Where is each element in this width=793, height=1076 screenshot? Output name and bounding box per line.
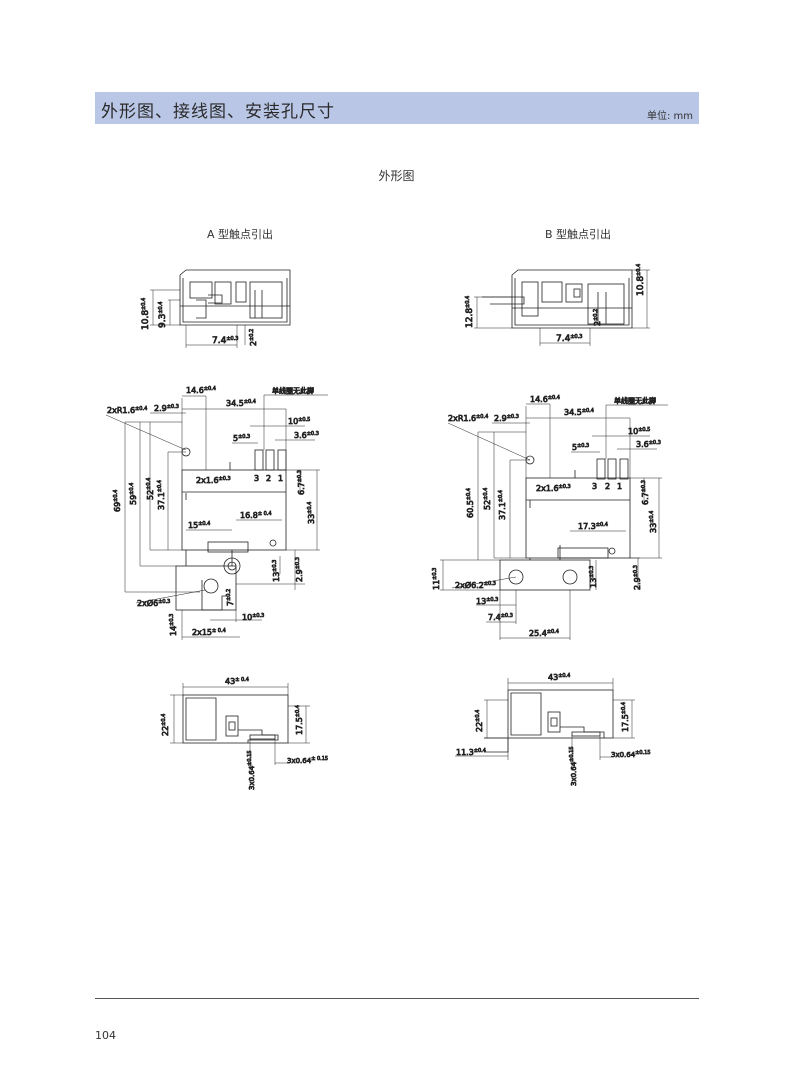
dim-b-top-6: 3.6±0.3	[636, 440, 661, 449]
dim-b-top-2: 2xR1.6±0.4	[448, 414, 488, 423]
a-pin-2: 2	[266, 474, 271, 483]
dim-a-side-h1: 10.8±0.4	[141, 298, 151, 330]
dim-a-top-15: 15±0.4	[188, 521, 210, 530]
dim-b-top-15: 2xØ6.2±0.3	[455, 580, 496, 590]
dim-a-top-21: 14±0.3	[169, 614, 178, 636]
dim-a-top-14: 16.8± 0.4	[240, 511, 272, 520]
dim-b-top-10: 37.1±0.4	[498, 490, 507, 520]
dim-b-bottom-h2: 17.5±0.4	[621, 702, 630, 732]
dim-b-top-5: 5±0.3	[572, 443, 589, 452]
dim-a-top-1: 34.5±0.4	[226, 399, 256, 408]
dim-a-top-13: 33±0.4	[307, 502, 316, 524]
variant-a-top-view	[105, 394, 328, 640]
dim-a-bottom-pin-b: 3x0.64± 0.15	[287, 756, 328, 765]
dim-b-top-8: 60.5±0.4	[466, 488, 475, 518]
page-number: 104	[95, 1029, 116, 1042]
dim-b-side-pin: 2±0.2	[593, 309, 602, 326]
dim-a-top-10: 52±0.4	[146, 478, 155, 500]
dim-a-top-16: 13±0.3	[272, 560, 281, 582]
dim-a-top-12: 6.7±0.3	[297, 470, 306, 495]
dim-b-bottom-h: 22±0.4	[475, 710, 484, 732]
b-pin-3: 3	[592, 482, 597, 491]
dim-b-top-9: 52±0.4	[483, 488, 492, 510]
dim-b-top-19: 25.4±0.4	[529, 629, 559, 638]
page-title: 外形图、接线图、安装孔尺寸	[101, 102, 335, 122]
dim-b-side-h1: 12.8±0.4	[465, 296, 475, 328]
dim-b-top-3: 2.9±0.3	[494, 414, 519, 423]
dim-b-top-18: 7.4±0.3	[488, 613, 513, 622]
variant-b-side-view	[474, 269, 650, 346]
b-top-note: 单线圈无此脚	[614, 396, 656, 405]
dim-b-top-17: 13±0.3	[589, 566, 598, 588]
dim-a-bottom-h2: 17.5±0.4	[295, 705, 304, 735]
section-title: 外形图	[378, 169, 415, 183]
dim-a-top-17: 2.9±0.3	[295, 557, 304, 582]
dim-b-side-h2: 10.8±0.4	[636, 264, 646, 296]
dim-a-top-8: 69±0.4	[113, 490, 122, 512]
dim-b-side-w: 7.4±0.3	[556, 334, 582, 344]
dim-b-bottom-pin-b: 3x0.64±0.15	[611, 750, 651, 759]
variant-a-side-view	[150, 269, 291, 348]
dim-b-top-1: 34.5±0.4	[564, 408, 594, 417]
variant-b-bottom-view	[455, 678, 635, 770]
dim-b-bottom-offset: 11.3±0.4	[456, 748, 486, 757]
dim-b-top-12: 33±0.4	[649, 511, 658, 533]
dim-a-side-w: 7.4±0.3	[212, 336, 238, 346]
dim-b-top-0: 14.6±0.4	[530, 395, 560, 404]
dim-a-top-3: 2.9±0.3	[154, 404, 179, 413]
variant-a-title: A 型触点引出	[207, 228, 274, 241]
dim-a-top-19: 2xØ6±0.3	[137, 598, 170, 608]
dim-a-side-pin: 2±0.2	[249, 329, 258, 346]
unit-label: 单位: mm	[646, 111, 693, 122]
dim-b-top-11: 6.7±0.3	[641, 480, 650, 505]
b-pin-2: 2	[605, 482, 610, 491]
variant-b-title: B 型触点引出	[545, 228, 612, 241]
dim-a-bottom-pin-a: 3x0.64±0.15	[247, 750, 256, 790]
dim-a-bottom-h: 22±0.4	[161, 714, 170, 736]
b-pin-1: 1	[617, 482, 622, 491]
dim-a-top-11: 37.1±0.4	[157, 480, 166, 510]
dim-a-top-5: 5±0.3	[233, 434, 250, 443]
dim-b-bottom-w: 43±0.4	[548, 673, 570, 682]
dim-a-top-22: 2x15± 0.4	[192, 628, 226, 637]
dim-b-top-4: 10±0.5	[628, 427, 650, 436]
variant-b-top-view	[440, 403, 668, 640]
dim-a-top-2: 2xR1.6±0.4	[107, 406, 147, 415]
dim-a-side-h2: 9.3±0.4	[158, 302, 168, 328]
dim-a-top-6: 3.6±0.3	[294, 431, 319, 440]
dim-b-top-16: 13±0.3	[476, 597, 498, 606]
dim-a-top-9: 59±0.4	[129, 483, 138, 505]
a-pin-1: 1	[278, 474, 283, 483]
dim-a-bottom-w: 43± 0.4	[225, 677, 249, 686]
dim-b-bottom-pin-a: 3x0.64±0.15	[569, 746, 578, 786]
dim-a-top-4: 10±0.5	[288, 417, 310, 426]
dim-a-top-18: 7±0.2	[226, 589, 235, 606]
header-band: 外形图、接线图、安装孔尺寸 单位: mm	[95, 92, 699, 124]
a-pin-3: 3	[254, 474, 259, 483]
dim-b-top-20: 2.9±0.3	[633, 565, 642, 590]
dim-a-top-7: 2x1.6±0.3	[196, 476, 231, 485]
dim-b-top-14: 11±0.3	[432, 568, 441, 590]
dim-a-top-0: 14.6±0.4	[186, 386, 216, 395]
footer-divider	[95, 998, 699, 999]
variant-a-bottom-view	[170, 683, 310, 770]
dim-b-top-7: 2x1.6±0.3	[536, 484, 571, 493]
dim-b-top-13: 17.3±0.4	[578, 522, 608, 531]
dim-a-top-20: 10±0.3	[242, 613, 264, 622]
a-top-note: 单线圈无此脚	[272, 386, 314, 395]
